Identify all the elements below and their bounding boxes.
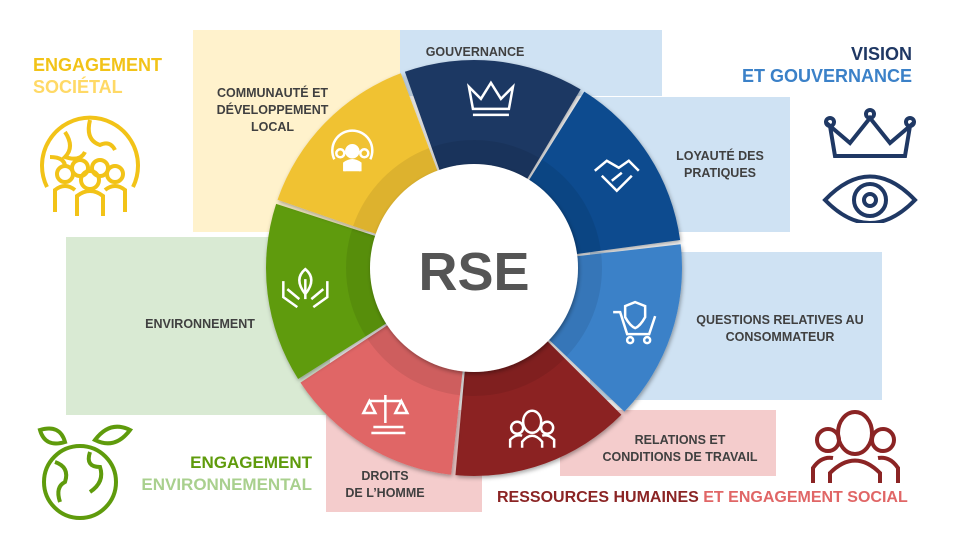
heading-line1: ENGAGEMENT <box>33 55 163 75</box>
label-line: DE L’HOMME <box>345 486 425 500</box>
center-circle <box>370 164 578 372</box>
heading-line1: VISION <box>850 44 912 64</box>
segment-questions <box>546 244 682 412</box>
label-line: ENVIRONNEMENT <box>145 317 255 331</box>
label-line: QUESTIONS RELATIVES AU <box>696 313 864 327</box>
segment-inner-ring <box>367 323 464 396</box>
label-line: RELATIONS ET <box>634 433 726 447</box>
label-line: CONSOMMATEUR <box>725 330 835 344</box>
segment-relations <box>455 338 622 476</box>
justice-scale-icon <box>361 395 410 435</box>
globe-people-icon <box>331 129 374 172</box>
label-gouvernance: GOUVERNANCE <box>420 44 530 61</box>
globe-people-icon <box>40 115 140 216</box>
label-line: DÉVELOPPEMENT <box>216 103 329 117</box>
heading-rh-engagement-social: RESSOURCES HUMAINES ET ENGAGEMENT SOCIAL <box>497 487 908 509</box>
plant-hands-icon <box>282 267 329 309</box>
label-communaute: COMMUNAUTÉ ET DÉVELOPPEMENT LOCAL <box>200 85 345 136</box>
label-questions: QUESTIONS RELATIVES AU CONSOMMATEUR <box>675 312 885 346</box>
label-droits: DROITS DE L’HOMME <box>335 468 435 502</box>
label-line: LOYAUTÉ DES <box>676 149 764 163</box>
heading-line2: SOCIÉTAL <box>33 77 123 97</box>
label-relations: RELATIONS ET CONDITIONS DE TRAVAIL <box>585 432 775 466</box>
handshake-icon <box>594 159 640 193</box>
segment-droits <box>300 323 464 475</box>
crown-icon <box>466 80 515 117</box>
people-icon <box>811 410 900 483</box>
label-line: CONDITIONS DE TRAVAIL <box>602 450 758 464</box>
segment-gouvernance <box>404 59 581 183</box>
label-line: LOCAL <box>250 120 295 134</box>
label-line: PRATIQUES <box>684 166 756 180</box>
earth-leaves-icon <box>37 424 134 520</box>
heading-line2: ET GOUVERNANCE <box>741 66 912 86</box>
center-label: RSE <box>418 242 529 302</box>
label-line: COMMUNAUTÉ ET <box>216 86 329 100</box>
heading-vision-gouvernance: VISION ET GOUVERNANCE <box>742 43 912 87</box>
segment-inner-ring <box>462 338 565 396</box>
label-line: GOUVERNANCE <box>425 45 525 59</box>
segment-inner-ring <box>353 148 439 236</box>
people-icon <box>508 409 556 448</box>
heading-line1: ENGAGEMENT <box>190 453 312 472</box>
label-loyaute: LOYAUTÉ DES PRATIQUES <box>660 148 780 182</box>
heading-line2: ENVIRONNEMENTAL <box>141 475 312 494</box>
crown-eye-icon <box>822 108 918 223</box>
label-line: DROITS <box>361 469 409 483</box>
segment-inner-ring <box>546 253 602 357</box>
segment-loyaute <box>527 91 681 255</box>
heading-part1: RESSOURCES HUMAINES <box>497 489 699 506</box>
heading-engagement-societal: ENGAGEMENT SOCIÉTAL <box>33 54 162 98</box>
shopping-cart-icon <box>613 300 657 345</box>
heading-engagement-environnemental: ENGAGEMENT ENVIRONNEMENTAL <box>141 452 312 496</box>
heading-part2: ET ENGAGEMENT SOCIAL <box>698 489 908 506</box>
label-environnement: ENVIRONNEMENT <box>130 316 270 333</box>
segment-inner-ring <box>346 228 390 337</box>
segment-inner-ring <box>527 159 601 255</box>
